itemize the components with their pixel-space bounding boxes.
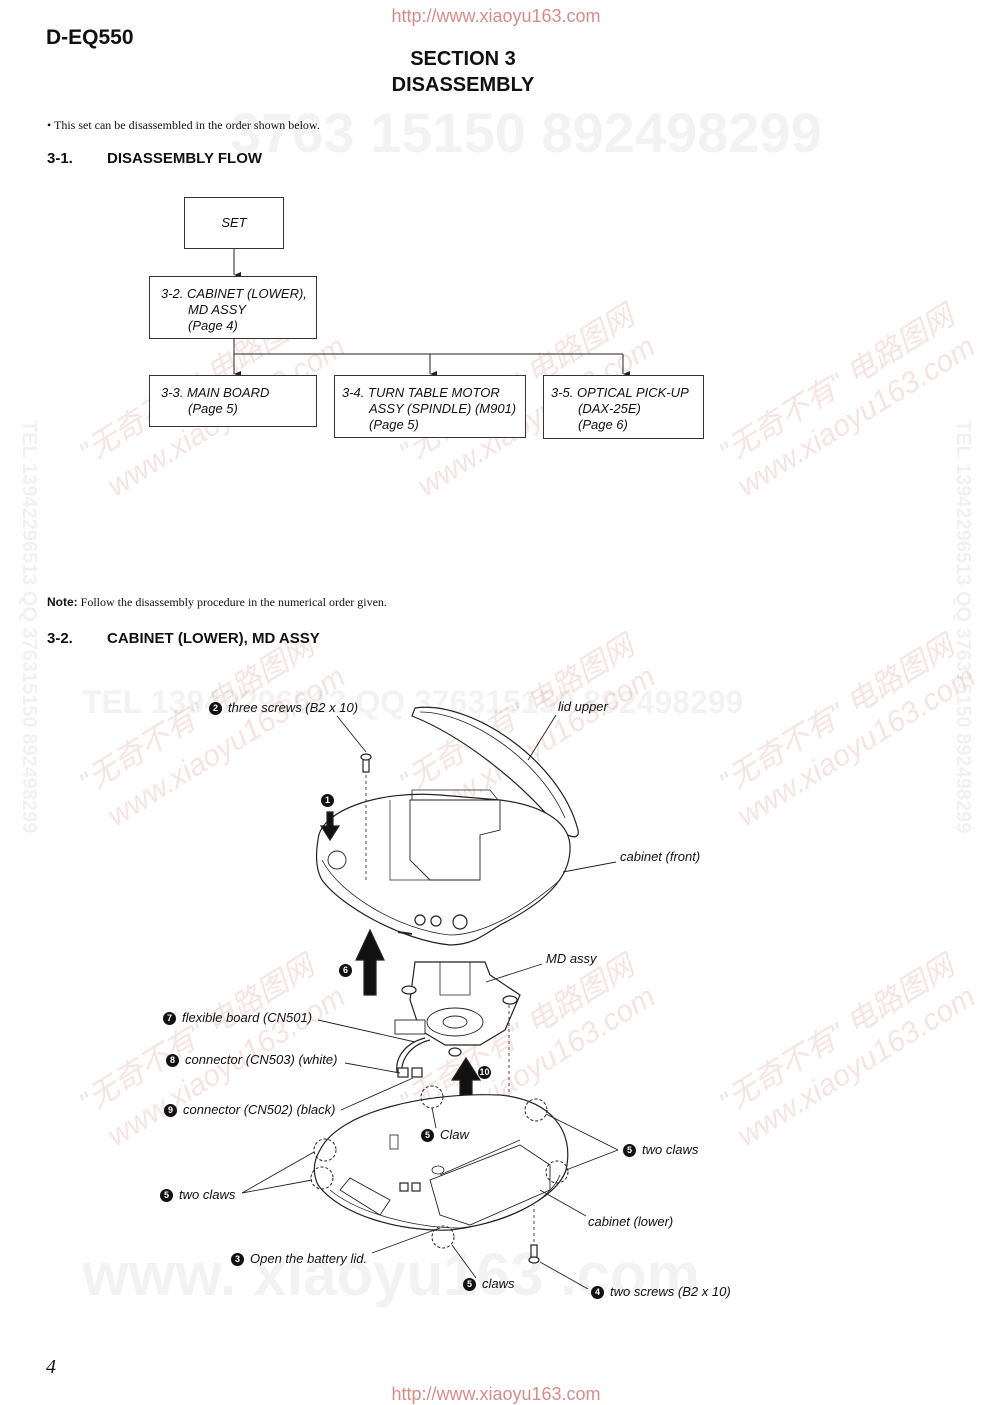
flow-box-line: ASSY (SPINDLE) (M901) xyxy=(369,401,517,416)
callout-cabinet-lower: cabinet (lower) xyxy=(588,1214,674,1229)
watermark-side-left: TEL 13942296513 QQ 376315150 892498299 xyxy=(18,420,40,834)
model-number: D-EQ550 xyxy=(46,26,134,49)
step-marker-10: 10 xyxy=(478,1066,491,1079)
step-marker-3: 3 xyxy=(231,1253,244,1266)
callout-step-6: 6 xyxy=(339,962,358,977)
callout-step-10: 10 xyxy=(478,1064,497,1079)
flow-box-page: (Page 5) xyxy=(369,417,419,432)
cabinet-number: 3-2. xyxy=(47,630,73,647)
watermark-side-right: TEL 13942296513 QQ 376315150 892498299 xyxy=(952,420,974,834)
flow-box-optical-pickup: 3-5. OPTICAL PICK-UP (DAX-25E) (Page 6) xyxy=(543,375,704,439)
flow-heading: 3-1. DISASSEMBLY FLOW xyxy=(47,150,262,167)
flow-box-page: (Page 4) xyxy=(188,318,238,333)
step-marker-4: 4 xyxy=(591,1286,604,1299)
intro-text: • This set can be disassembled in the or… xyxy=(47,118,320,132)
note-text: Note: Follow the disassembly procedure i… xyxy=(47,595,387,610)
flow-box-cabinet-lower: 3-2. CABINET (LOWER), MD ASSY (Page 4) xyxy=(149,276,317,339)
flow-box-line: 3-3. MAIN BOARD xyxy=(161,385,270,400)
flow-box-line: 3-2. CABINET (LOWER), xyxy=(161,286,307,301)
step-marker-6: 6 xyxy=(339,964,352,977)
section-heading: SECTION 3 DISASSEMBLY xyxy=(0,46,926,98)
step-marker-1: 1 xyxy=(321,794,334,807)
flow-box-main-board: 3-3. MAIN BOARD (Page 5) xyxy=(149,375,317,427)
note-label: Note: xyxy=(47,595,78,609)
callout-md-assy: MD assy xyxy=(546,951,597,966)
flow-box-line: 3-5. OPTICAL PICK-UP xyxy=(551,385,689,400)
flow-box-set-label: SET xyxy=(221,215,247,230)
flow-number: 3-1. xyxy=(47,150,73,167)
page-number: 4 xyxy=(46,1356,56,1378)
flow-box-page: (Page 6) xyxy=(578,417,628,432)
step-marker-8: 8 xyxy=(166,1054,179,1067)
step-marker-2: 2 xyxy=(209,702,222,715)
step-marker-9: 9 xyxy=(164,1104,177,1117)
callout-cabinet-front: cabinet (front) xyxy=(620,849,701,864)
flow-box-page: (Page 5) xyxy=(188,401,238,416)
step-marker-5: 5 xyxy=(421,1129,434,1142)
cabinet-heading: 3-2. CABINET (LOWER), MD ASSY xyxy=(47,630,320,647)
section-number: SECTION 3 xyxy=(410,48,516,70)
step-marker-7: 7 xyxy=(163,1012,176,1025)
flow-box-line: 3-4. TURN TABLE MOTOR xyxy=(342,385,500,400)
flow-box-line: MD ASSY xyxy=(188,302,247,317)
flow-box-turn-table-motor: 3-4. TURN TABLE MOTOR ASSY (SPINDLE) (M9… xyxy=(334,375,526,438)
source-url-bottom[interactable]: http://www.xiaoyu163.com xyxy=(391,1384,601,1404)
section-title: DISASSEMBLY xyxy=(391,74,535,96)
step-marker-5: 5 xyxy=(160,1189,173,1202)
note-body: Follow the disassembly procedure in the … xyxy=(77,595,387,609)
source-url-top[interactable]: http://www.xiaoyu163.com xyxy=(391,6,601,26)
watermark-numbers-top: 3763 15150 892498299 xyxy=(230,101,822,164)
cabinet-title: CABINET (LOWER), MD ASSY xyxy=(107,630,320,647)
flow-box-set: SET xyxy=(184,197,284,249)
callout-lid-upper: lid upper xyxy=(558,699,608,714)
flow-title: DISASSEMBLY FLOW xyxy=(107,150,263,167)
step-marker-5: 5 xyxy=(463,1278,476,1291)
step-marker-5: 5 xyxy=(623,1144,636,1157)
flow-box-line: (DAX-25E) xyxy=(578,401,641,416)
callout-step-1: 1 xyxy=(321,792,340,807)
